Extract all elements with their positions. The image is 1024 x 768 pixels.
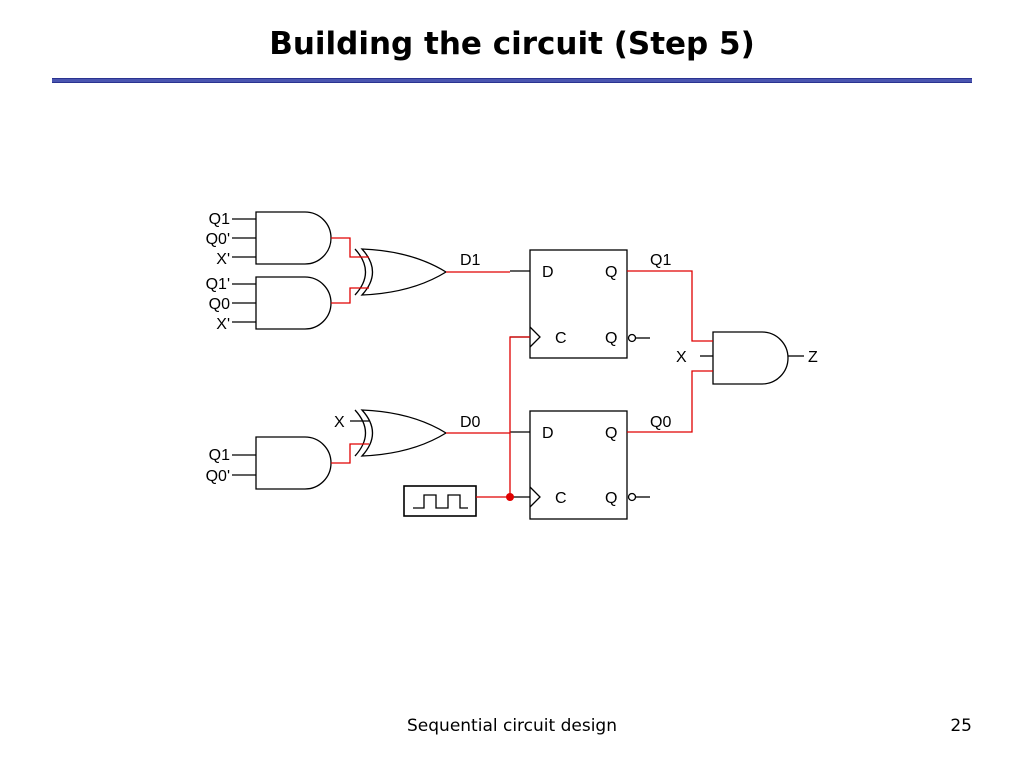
- and2-input-2-label: Q0: [209, 296, 230, 313]
- title-underline: [52, 78, 972, 83]
- ff-top-qbar-label: Q: [605, 330, 617, 347]
- and2-input-1-label: Q1': [206, 276, 230, 293]
- ff-bottom-output-label: Q0: [650, 414, 671, 431]
- or-top-output-label: D1: [460, 252, 481, 269]
- or-bottom-output-label: D0: [460, 414, 481, 431]
- and-gate-1: [255, 211, 332, 265]
- ff-bottom-c-label: C: [555, 490, 567, 507]
- and-final-input-label: X: [676, 349, 687, 366]
- ff-bottom-q-label: Q: [605, 425, 617, 442]
- clock-source: [403, 485, 477, 517]
- ff-bottom-d-label: D: [542, 425, 554, 442]
- or-gate-bottom: [360, 409, 448, 457]
- ff-top-q-label: Q: [605, 264, 617, 281]
- and3-input-2-label: Q0': [206, 468, 230, 485]
- and1-input-2-label: Q0': [206, 231, 230, 248]
- and2-input-3-label: X': [216, 316, 230, 333]
- flip-flop-top: [529, 249, 628, 359]
- and1-input-3-label: X': [216, 251, 230, 268]
- ff-top-output-label: Q1: [650, 252, 671, 269]
- ff-top-c-label: C: [555, 330, 567, 347]
- or-gate-top: [360, 248, 448, 296]
- ff-top-d-label: D: [542, 264, 554, 281]
- slide-footer: Sequential circuit design: [407, 716, 617, 736]
- and-gate-output: [712, 331, 789, 385]
- and1-input-1-label: Q1: [209, 211, 230, 228]
- slide-title: Building the circuit (Step 5): [269, 26, 755, 62]
- clock-junction-dot: [506, 493, 514, 501]
- or-bottom-input-label: X: [334, 414, 345, 431]
- and-final-output-label: Z: [808, 349, 818, 366]
- and-gate-2: [255, 276, 332, 330]
- and3-input-1-label: Q1: [209, 447, 230, 464]
- and-gate-3: [255, 436, 332, 490]
- page-number: 25: [950, 716, 972, 736]
- flip-flop-bottom: [529, 410, 628, 520]
- ff-bottom-qbar-label: Q: [605, 490, 617, 507]
